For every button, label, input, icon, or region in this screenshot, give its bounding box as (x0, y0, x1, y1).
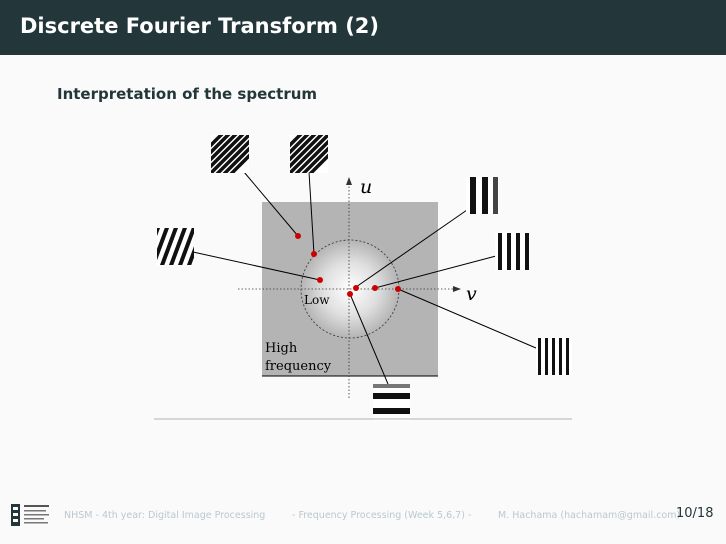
footer-course: NHSM - 4th year: Digital Image Processin… (64, 510, 266, 521)
pattern-steep-diagonal (157, 228, 194, 265)
label-high-line1: High (265, 341, 298, 356)
slide-title: Discrete Fourier Transform (2) (20, 14, 380, 38)
u-axis-arrow (346, 177, 352, 185)
axis-label-u: u (360, 176, 372, 198)
label-high-line2: frequency (265, 359, 332, 374)
pattern-horizontal (373, 384, 410, 421)
institution-logo (11, 504, 49, 526)
page-number: 10/18 (676, 506, 714, 521)
connector-lines (192, 171, 537, 385)
pattern-vertical-wide (466, 177, 499, 214)
section-subtitle: Interpretation of the spectrum (57, 85, 318, 103)
frequency-points (295, 233, 401, 297)
pattern-diagonal-fine-2 (290, 135, 328, 173)
footer-author: M. Hachama (hachamam@gmail.com) (498, 510, 681, 521)
pattern-vertical-medium (495, 233, 530, 270)
footer-week: - Frequency Processing (Week 5,6,7) - (292, 510, 472, 521)
pattern-vertical-fine (536, 338, 572, 375)
label-low: Low (304, 293, 330, 307)
slide-header: Discrete Fourier Transform (2) (0, 0, 726, 55)
pattern-diagonal-fine-1 (211, 135, 249, 173)
axis-label-v: v (466, 283, 477, 305)
v-axis-arrow (453, 286, 461, 292)
